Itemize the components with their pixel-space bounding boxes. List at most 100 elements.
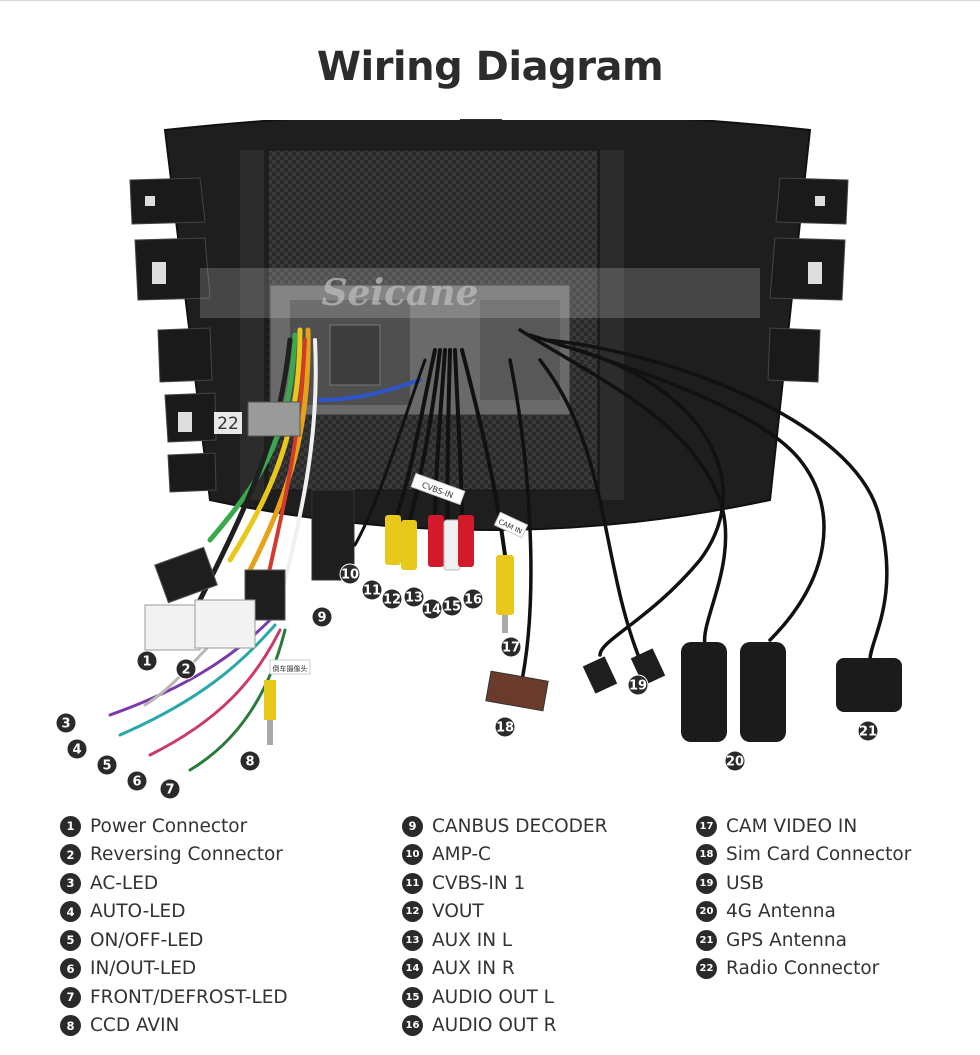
head-unit	[129, 120, 849, 531]
legend-label: AUX IN R	[432, 958, 515, 980]
callout-6: 6	[126, 770, 148, 792]
legend-number-badge: 17	[696, 815, 717, 837]
legend-label: CAM VIDEO IN	[726, 815, 858, 837]
legend-label: AMP-C	[432, 844, 491, 866]
callout-9: 9	[311, 606, 333, 628]
legend-label: AUX IN L	[432, 929, 513, 951]
legend-label: AUDIO OUT R	[432, 1015, 557, 1037]
legend-item: 13 AUX IN L	[402, 926, 607, 955]
legend-label: CVBS-IN 1	[432, 872, 526, 894]
watermark-text: Seicane	[322, 272, 479, 314]
legend-number-badge: 13	[402, 929, 423, 951]
plug-tag-text: 倒车摄像头	[273, 664, 308, 673]
callout-number: 20	[726, 755, 744, 770]
callout-number: 15	[443, 600, 461, 615]
legend-number-badge: 10	[402, 844, 423, 866]
callout-18: 18	[494, 716, 516, 738]
callout-badge	[404, 587, 424, 607]
wiring-diagram-illustration: Seicane 倒车摄像头	[55, 120, 902, 800]
callout-number: 4	[72, 743, 81, 758]
legend-number-badge: 22	[696, 958, 717, 980]
legend-label: AC-LED	[90, 872, 159, 894]
legend-label: CANBUS DECODER	[432, 815, 608, 837]
legend-label: ON/OFF-LED	[90, 929, 204, 951]
antenna-cables	[508, 328, 889, 692]
legend-number-badge: 11	[402, 872, 423, 894]
callout-12: 12	[381, 588, 403, 610]
callout-number: 17	[502, 641, 520, 656]
legend-number-badge: 19	[696, 872, 717, 894]
callout-number: 21	[859, 725, 877, 740]
callout-number: 19	[629, 679, 647, 694]
legend-item: 9 CANBUS DECODER	[402, 812, 607, 841]
callout-22: 22	[214, 412, 242, 434]
callout-number: 9	[317, 611, 326, 626]
legend-item: 10 AMP-C	[402, 841, 607, 870]
callout-3: 3	[55, 712, 77, 734]
callout-number: 5	[102, 759, 111, 774]
legend-label: Reversing Connector	[90, 844, 283, 866]
rca-cables	[353, 348, 507, 557]
callout-badge	[160, 779, 180, 799]
callout-badge	[628, 675, 648, 695]
callout-badge	[176, 659, 196, 679]
page-title: Wiring Diagram	[316, 44, 664, 90]
legend-number-badge: 15	[402, 986, 423, 1008]
callout-20: 20	[724, 750, 746, 772]
callout-number: 1	[142, 655, 151, 670]
callout-13: 13	[403, 586, 425, 608]
callout-10: 10	[339, 563, 361, 585]
legend-number-badge: 12	[402, 901, 423, 923]
callout-badge	[362, 580, 382, 600]
legend-number-badge: 14	[402, 958, 423, 980]
legend-label: 4G Antenna	[726, 901, 836, 923]
legend-item: 11 CVBS-IN 1	[402, 869, 607, 898]
legend-number-badge: 18	[696, 844, 717, 866]
callout-number: 13	[405, 591, 423, 606]
callout-15: 15	[441, 595, 463, 617]
callout-badge	[340, 564, 360, 584]
callout-badge	[67, 739, 87, 759]
legend-label: CCD AVIN	[90, 1015, 180, 1037]
callout-plate	[214, 412, 242, 434]
callout-badge	[463, 589, 483, 609]
legend-item: 17 CAM VIDEO IN	[696, 812, 911, 841]
callout-8: 8	[239, 750, 261, 772]
callout-2: 2	[175, 658, 197, 680]
callout-badge	[501, 637, 521, 657]
callout-number: 6	[132, 775, 141, 790]
callout-number: 7	[165, 783, 174, 798]
callout-16: 16	[462, 588, 484, 610]
legend-number-badge: 4	[60, 901, 81, 923]
callout-7: 7	[159, 778, 181, 800]
callout-badge	[382, 589, 402, 609]
legend-item: 12 VOUT	[402, 898, 607, 927]
callout-badge	[858, 721, 878, 741]
legend-item: 3 AC-LED	[60, 869, 288, 898]
callout-badge	[312, 607, 332, 627]
legend-number-badge: 3	[60, 872, 81, 894]
callout-number: 11	[363, 584, 381, 599]
callout-5: 5	[96, 754, 118, 776]
legend-number-badge: 9	[402, 815, 423, 837]
legend-label: VOUT	[432, 901, 484, 923]
legend-label: IN/OUT-LED	[90, 958, 197, 980]
callout-badge	[56, 713, 76, 733]
callout-number: 16	[464, 593, 482, 608]
legend-item: 14 AUX IN R	[402, 955, 607, 984]
harness-connectors	[144, 401, 355, 745]
legend-label: Sim Card Connector	[726, 844, 912, 866]
callout-4: 4	[66, 738, 88, 760]
